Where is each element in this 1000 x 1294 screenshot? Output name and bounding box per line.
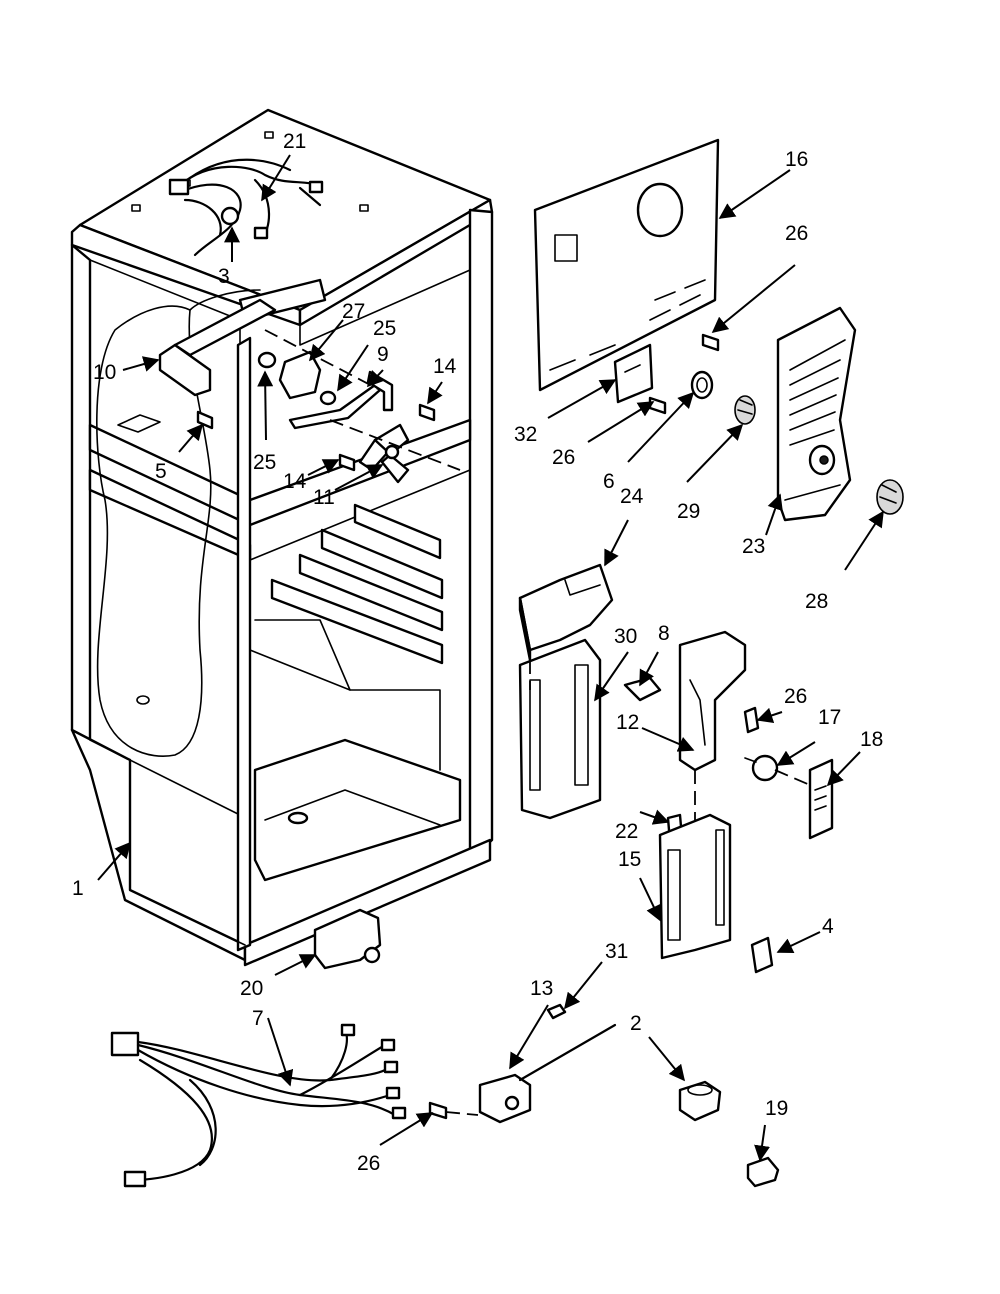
callout-1: 1 [72,877,84,900]
callout-8: 8 [658,622,670,645]
callout-10: 10 [93,361,116,384]
callout-25a: 25 [373,317,396,340]
part-20-bracket [313,908,382,970]
part-7-harness [110,1023,407,1188]
callout-6: 6 [603,470,615,493]
callout-26d: 26 [357,1152,380,1175]
callout-27: 27 [342,300,365,323]
callout-9: 9 [377,343,389,366]
part-2-cap [678,1080,722,1122]
callout-4: 4 [822,915,834,938]
callout-32: 32 [514,423,537,446]
callout-24: 24 [620,485,644,508]
knob-29 [734,395,756,425]
part-4-label [750,936,774,974]
cabinet-liner [70,108,494,967]
callout-11: 11 [313,486,335,509]
callout-19: 19 [765,1097,788,1120]
callout-2: 2 [630,1012,642,1035]
callout-5: 5 [155,460,167,483]
callout-26a: 26 [785,222,808,245]
control-box [623,630,779,844]
part-19-clip [746,1156,780,1188]
callout-26b: 26 [552,446,575,469]
callout-3: 3 [218,265,230,288]
callout-26c: 26 [784,685,807,708]
callout-31: 31 [605,940,628,963]
callout-15: 15 [618,848,641,871]
callout-22: 22 [615,820,638,843]
callout-12: 12 [616,711,639,734]
control-panel-cover [533,138,720,392]
callout-13: 13 [530,977,553,1000]
part-15-channel [658,770,732,960]
part-32-plate [613,343,654,404]
screw-upper [701,333,720,352]
callout-7: 7 [252,1007,264,1030]
light-housing [776,306,857,522]
knob-28 [876,479,904,515]
part-18-plate [774,758,834,840]
freezer-components [158,298,461,484]
top-wire-harness [168,158,324,257]
callout-18: 18 [860,728,883,751]
callout-20: 20 [240,977,263,1000]
callout-29: 29 [677,500,700,523]
callout-17: 17 [818,706,841,729]
callout-30: 30 [614,625,637,648]
callout-16: 16 [785,148,808,171]
callout-25b: 25 [253,451,276,474]
thermostat [428,1003,617,1124]
part-30-channel [518,638,602,820]
callout-23: 23 [742,535,765,558]
screw-mid [648,396,667,415]
callout-labels: 1 2 3 4 5 6 7 8 9 10 11 12 13 14 14 15 1… [72,130,883,1175]
callout-21: 21 [283,130,306,153]
bulb-socket-ring [690,370,714,400]
callout-14a: 14 [433,355,457,378]
leader-lines [97,154,884,1162]
callout-14b: 14 [283,470,307,493]
callout-28: 28 [805,590,828,613]
part-24-housing [518,563,614,662]
